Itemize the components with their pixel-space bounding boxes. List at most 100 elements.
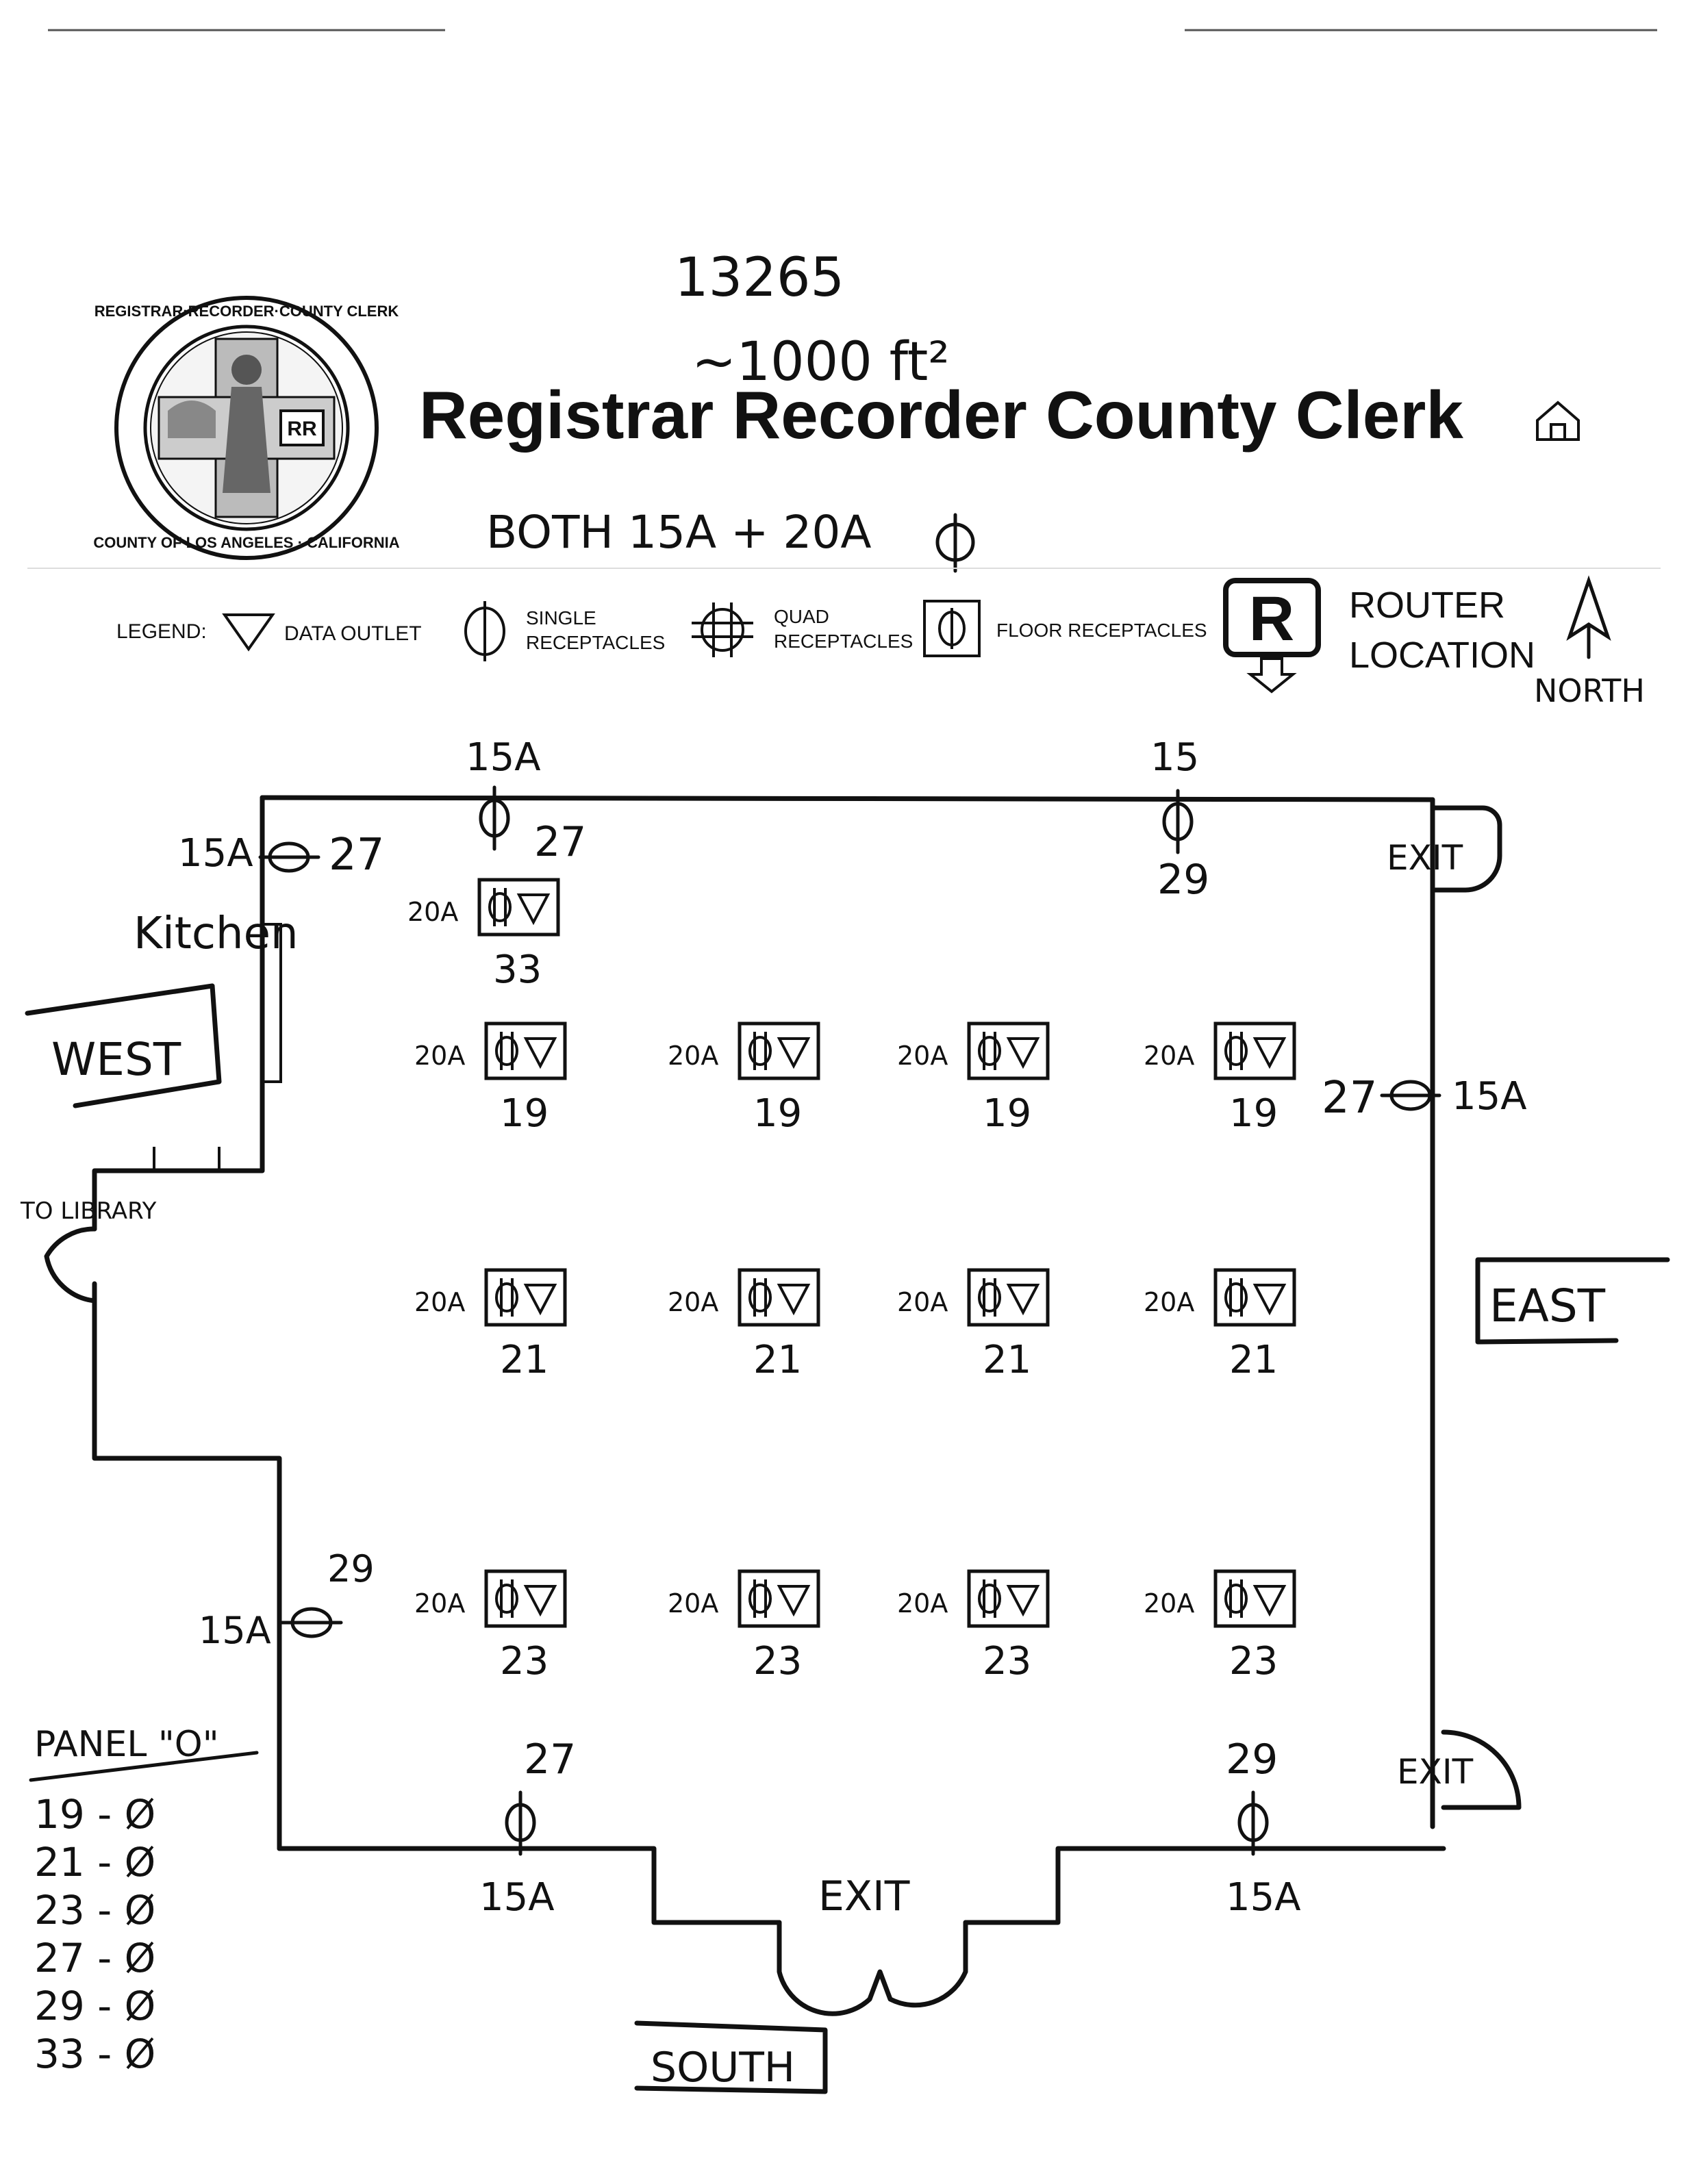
floor-box-circuit: 23 — [983, 1639, 1031, 1684]
floor-box-circuit: 19 — [500, 1091, 549, 1136]
floor-boxes: 20A3320A1920A1920A1920A1920A2120A2120A21… — [407, 878, 1296, 1684]
legend-floor: FLOOR RECEPTACLES — [996, 620, 1207, 641]
south-left-amp: 15A — [479, 1875, 555, 1920]
floor-box-amp: 20A — [668, 1588, 718, 1618]
floor-box-circuit: 21 — [983, 1338, 1031, 1382]
panel-title: PANEL "O" — [34, 1724, 219, 1765]
floor-box-amp: 20A — [414, 1588, 465, 1618]
floor-box-circuit: 21 — [1229, 1338, 1278, 1382]
south-right-circuit: 29 — [1226, 1736, 1278, 1783]
data-outlet-icon — [1252, 1037, 1287, 1069]
legend-quad-line2: RECEPTACLES — [774, 631, 913, 652]
data-outlet-icon — [523, 1284, 557, 1316]
library-door — [44, 1226, 97, 1304]
floor-box-amp: 20A — [407, 897, 458, 927]
floor-receptacle-icon — [923, 600, 981, 657]
floor-box-circuit: 23 — [1229, 1639, 1278, 1684]
county-seal: RR REGISTRAR·RECORDER·COUNTY CLERK COUNT… — [93, 296, 400, 560]
exit-label-north-east: EXIT — [1387, 838, 1463, 878]
legend-data-outlet: DATA OUTLET — [284, 622, 422, 645]
floor-box-amp: 20A — [414, 1041, 465, 1071]
quad-receptacle-icon — [692, 602, 753, 657]
room-to-library: TO LIBRARY — [20, 1197, 157, 1225]
panel-entry: 27 - Ø — [34, 1935, 155, 1981]
data-outlet-icon — [523, 1037, 557, 1069]
west-top-amp: 15A — [178, 831, 253, 876]
router-symbol: R — [1249, 584, 1294, 654]
floor-box-amp: 20A — [897, 1287, 948, 1317]
floor-box-circuit: 19 — [1229, 1091, 1278, 1136]
west-top-circuit: 27 — [329, 830, 384, 880]
data-outlet-icon — [1006, 1037, 1040, 1069]
router-icon — [1223, 578, 1321, 694]
direction-east: EAST — [1489, 1280, 1606, 1332]
north-right-circuit: 29 — [1157, 856, 1209, 904]
legend-north: NORTH — [1534, 672, 1645, 709]
panel-entry: 23 - Ø — [34, 1887, 155, 1933]
floor-box-circuit: 33 — [493, 948, 542, 992]
floor-box-circuit: 21 — [500, 1338, 549, 1382]
room-kitchen: Kitchen — [134, 909, 299, 959]
note-both-amps: BOTH 15A + 20A — [486, 506, 872, 559]
legend-router-line1: ROUTER — [1349, 585, 1505, 626]
east-amp: 15A — [1452, 1074, 1527, 1119]
legend-label: LEGEND: — [116, 620, 207, 643]
north-arrow-icon — [1566, 575, 1611, 659]
data-outlet-icon — [516, 893, 551, 926]
data-outlet-icon — [1252, 1585, 1287, 1617]
svg-text:COUNTY OF LOS ANGELES · CALIFO: COUNTY OF LOS ANGELES · CALIFORNIA — [93, 534, 399, 551]
data-outlet-icon — [523, 1585, 557, 1617]
panel-entry: 33 - Ø — [34, 2031, 155, 2077]
panel-entries: 19 - Ø21 - Ø23 - Ø27 - Ø29 - Ø33 - Ø — [34, 1791, 155, 2077]
floor-box-row3-1: 20A 23 — [414, 1569, 567, 1684]
floor-box-amp: 20A — [897, 1041, 948, 1071]
floor-box-circuit: 19 — [983, 1091, 1031, 1136]
exit-label-south: EXIT — [818, 1872, 910, 1920]
direction-south: SOUTH — [651, 2044, 795, 2092]
floor-box-row1-1: 20A 19 — [414, 1021, 567, 1136]
floor-box-circuit: 21 — [753, 1338, 802, 1382]
north-left-circuit: 27 — [534, 818, 586, 866]
direction-west: WEST — [51, 1033, 181, 1086]
floor-box-amp: 20A — [1144, 1041, 1194, 1071]
single-receptacle-south-left — [505, 1790, 536, 1856]
single-receptacle-icon — [464, 601, 505, 661]
panel-entry: 21 - Ø — [34, 1839, 155, 1885]
floor-box-row1-3: 20A 19 — [897, 1021, 1050, 1136]
south-left-circuit: 27 — [524, 1736, 576, 1783]
floor-box-top: 20A 33 — [407, 878, 560, 992]
note-area: ~1000 ft² — [692, 331, 950, 393]
exit-north-east — [1430, 805, 1502, 893]
single-receptacle-east — [1380, 1080, 1441, 1111]
floor-box-amp: 20A — [668, 1041, 718, 1071]
page-title: Registrar Recorder County Clerk — [419, 377, 1463, 453]
panel-entry: 19 - Ø — [34, 1791, 155, 1838]
east-box — [1475, 1257, 1670, 1345]
svg-text:REGISTRAR·RECORDER·COUNTY CLER: REGISTRAR·RECORDER·COUNTY CLERK — [95, 303, 399, 320]
single-receptacle-south-right — [1237, 1790, 1269, 1856]
single-receptacle-north-left — [479, 785, 510, 851]
west-bottom-amp: 15A — [199, 1609, 271, 1652]
data-outlet-icon — [777, 1585, 811, 1617]
single-receptacle-west-bottom — [280, 1607, 343, 1638]
floor-box-row2-3: 20A 21 — [897, 1268, 1050, 1382]
floor-box-circuit: 23 — [753, 1639, 802, 1684]
floor-box-amp: 20A — [897, 1588, 948, 1618]
west-box — [25, 983, 222, 1108]
panel-entry: 29 - Ø — [34, 1983, 155, 2029]
east-circuit: 27 — [1322, 1073, 1377, 1123]
single-receptacle-north-right — [1162, 789, 1194, 854]
data-outlet-icon — [1006, 1585, 1040, 1617]
floor-box-row3-2: 20A 23 — [668, 1569, 820, 1684]
north-left-amp: 15A — [466, 735, 541, 780]
panel-underline — [29, 1751, 259, 1782]
data-outlet-icon — [1252, 1284, 1287, 1316]
west-bottom-circuit: 29 — [327, 1547, 375, 1590]
floor-box-circuit: 23 — [500, 1639, 549, 1684]
